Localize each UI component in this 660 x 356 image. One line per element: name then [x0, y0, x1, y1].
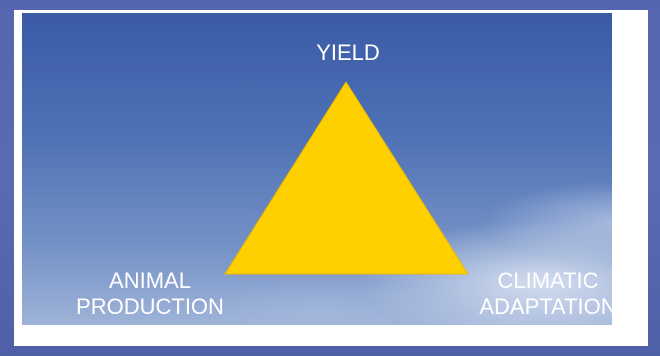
yield-label: YIELD [268, 40, 428, 66]
climatic-adaptation-label: CLIMATIC ADAPTATION [448, 268, 648, 320]
animal-production-label: ANIMAL PRODUCTION [40, 268, 260, 320]
yellow-triangle [225, 82, 468, 274]
